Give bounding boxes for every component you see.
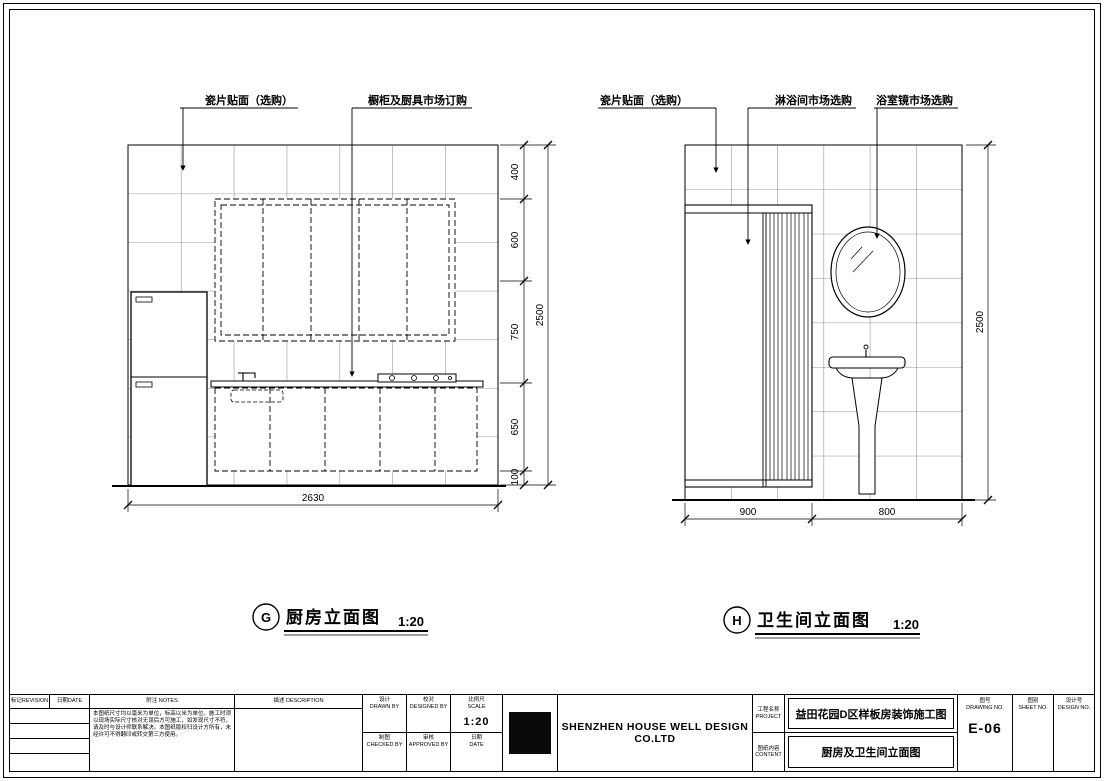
bathroom-title-scale: 1:20: [893, 617, 919, 632]
bathroom-dim-900: 900: [740, 507, 757, 518]
kitchen-elevation: [112, 144, 506, 487]
description-header: 描述 DESCRIPTION: [235, 695, 362, 709]
kitchen-dim-100: 100: [510, 468, 521, 485]
company-logo: [509, 712, 551, 754]
bathroom-callout-mirror-label: 浴室镜市场选购: [876, 93, 953, 107]
bathroom-title-bubble: [723, 606, 751, 634]
bathroom-title-text: 卫生间立面图: [757, 610, 871, 630]
revision-empty-row: [10, 709, 89, 724]
countertop: [210, 380, 484, 388]
company-logo-cell: [503, 695, 558, 771]
elevation-drawings: 400 600 750 650 100 2500 2630 瓷片贴面（选购） 橱…: [112, 93, 996, 639]
company-name: SHENZHEN HOUSE WELL DESIGN CO.LTD: [561, 721, 749, 745]
bathroom-callout-tile-label: 瓷片贴面（选购）: [600, 93, 688, 107]
bathroom-callout-shower-label: 淋浴间市场选购: [775, 93, 852, 107]
kitchen-dim-400: 400: [510, 163, 521, 180]
sink-and-faucet: [230, 372, 284, 403]
kitchen-callout-tile-label: 瓷片贴面（选购）: [205, 93, 293, 107]
sheet-no-cell: 图别 SHEET NO.: [1013, 695, 1054, 771]
kitchen-title-text: 厨房立面图: [286, 607, 381, 627]
bathroom-dim-800: 800: [879, 507, 896, 518]
kitchen-dim-600: 600: [510, 231, 521, 248]
bathroom-dimensions: [680, 140, 996, 526]
content-row: 图纸内容 CONTENT 厨房及卫生间立面图: [753, 733, 957, 771]
cooktop: [377, 373, 457, 383]
project-info: 工程名称 PROJECT 益田花园D区样板房装饰施工图 图纸内容 CONTENT…: [753, 695, 958, 771]
revision-date-header: 日期 DATE: [56, 698, 83, 705]
bathroom-title: H 卫生间立面图 1:20: [723, 606, 920, 639]
kitchen-dim-bottom: 2630: [302, 493, 325, 504]
refrigerator: [130, 291, 208, 487]
kitchen-title-scale: 1:20: [398, 614, 424, 629]
kitchen-dim-total: 2500: [535, 303, 546, 326]
kitchen-dim-750: 750: [510, 323, 521, 340]
scale-value: 1:20: [463, 716, 490, 728]
kitchen-title: G 厨房立面图 1:20: [252, 603, 428, 636]
drawing-number-cell: 图号 DRAWING NO. E-06: [958, 695, 1013, 771]
bathroom-bubble-letter: H: [732, 613, 741, 628]
design-no-cell: 设计号 DESIGN NO.: [1057, 698, 1091, 711]
kitchen-callout-cabinet-label: 橱柜及厨具市场订购: [368, 93, 467, 107]
drawing-number-value: E-06: [968, 720, 1002, 736]
bathroom-mirror: [830, 226, 906, 318]
bathroom-elevation: [672, 144, 975, 501]
pedestal-sink: [828, 344, 906, 495]
base-cabinets: [214, 387, 478, 472]
project-label: 工程名称 PROJECT: [753, 695, 785, 732]
revision-mark-header: 标记 REVISION: [10, 695, 50, 708]
project-row: 工程名称 PROJECT 益田花园D区样板房装饰施工图: [753, 695, 957, 733]
kitchen-dim-650: 650: [510, 418, 521, 435]
drawing-number-label: 图号 DRAWING NO.: [966, 698, 1004, 711]
company-cell: SHENZHEN HOUSE WELL DESIGN CO.LTD: [558, 695, 753, 771]
kitchen-dimensions: [123, 140, 556, 512]
description-section: 描述 DESCRIPTION: [235, 695, 363, 771]
sheet-info: 图别 SHEET NO. 设计号 DESIGN NO.: [1013, 695, 1094, 771]
shower-enclosure: [684, 204, 813, 488]
revision-empty-row: [10, 739, 89, 754]
notes-section: 附注 NOTES 本图纸尺寸均以毫米为单位，标高以米为单位。施工时须以现场实际尺…: [90, 695, 235, 771]
kitchen-title-bubble: [252, 603, 280, 631]
kitchen-callouts: [180, 107, 472, 377]
upper-cabinets: [214, 198, 456, 342]
bathroom-dim-total: 2500: [975, 310, 986, 333]
title-block: 标记 REVISION 日期 DATE 附注 NOTES 本图纸尺寸均以毫米为单…: [10, 694, 1094, 771]
kitchen-bubble-letter: G: [261, 610, 271, 625]
project-title: 益田花园D区样板房装饰施工图: [788, 698, 954, 729]
revision-empty-row: [10, 724, 89, 739]
sheet-content-title: 厨房及卫生间立面图: [788, 736, 954, 768]
notes-text: 本图纸尺寸均以毫米为单位，标高以米为单位。施工时须以现场实际尺寸核对无误后方可施…: [93, 711, 231, 738]
revision-table: 标记 REVISION 日期 DATE: [10, 695, 90, 771]
content-label: 图纸内容 CONTENT: [753, 733, 785, 771]
notes-header: 附注 NOTES: [90, 695, 234, 709]
bathroom-callouts: [598, 107, 958, 245]
